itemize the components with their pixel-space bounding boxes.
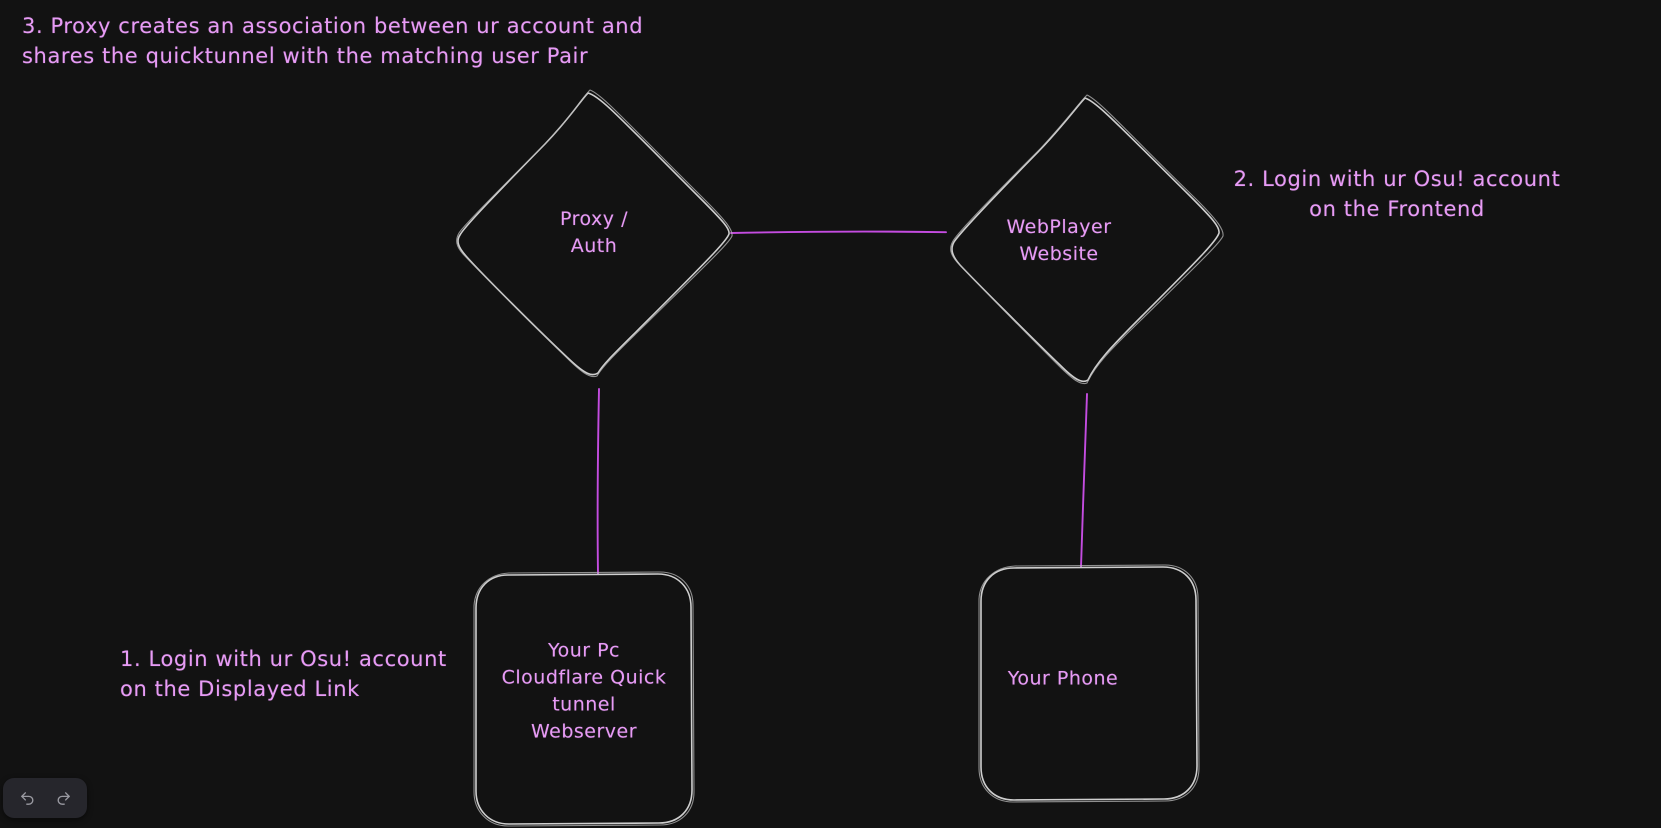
node-your-pc[interactable] xyxy=(473,571,695,827)
annotation-step-1[interactable]: 1. Login with ur Osu! account on the Dis… xyxy=(120,647,447,701)
connector-proxy-to-yourpc[interactable] xyxy=(596,388,600,575)
connector-proxy-to-webplayer[interactable] xyxy=(730,230,947,234)
undo-arrow-icon xyxy=(19,790,36,807)
redo-arrow-icon xyxy=(55,790,72,807)
undo-button[interactable] xyxy=(12,785,42,811)
node-webplayer-website[interactable] xyxy=(950,94,1224,385)
annotation-step-3[interactable]: 3. Proxy creates an association between … xyxy=(22,14,644,68)
history-toolbar xyxy=(3,778,87,818)
connector-webplayer-to-phone[interactable] xyxy=(1080,393,1088,568)
redo-button[interactable] xyxy=(48,785,78,811)
node-proxy-auth[interactable] xyxy=(456,89,733,378)
annotation-step-2[interactable]: 2. Login with ur Osu! account on the Fro… xyxy=(1233,167,1561,221)
node-your-phone[interactable] xyxy=(978,564,1200,803)
